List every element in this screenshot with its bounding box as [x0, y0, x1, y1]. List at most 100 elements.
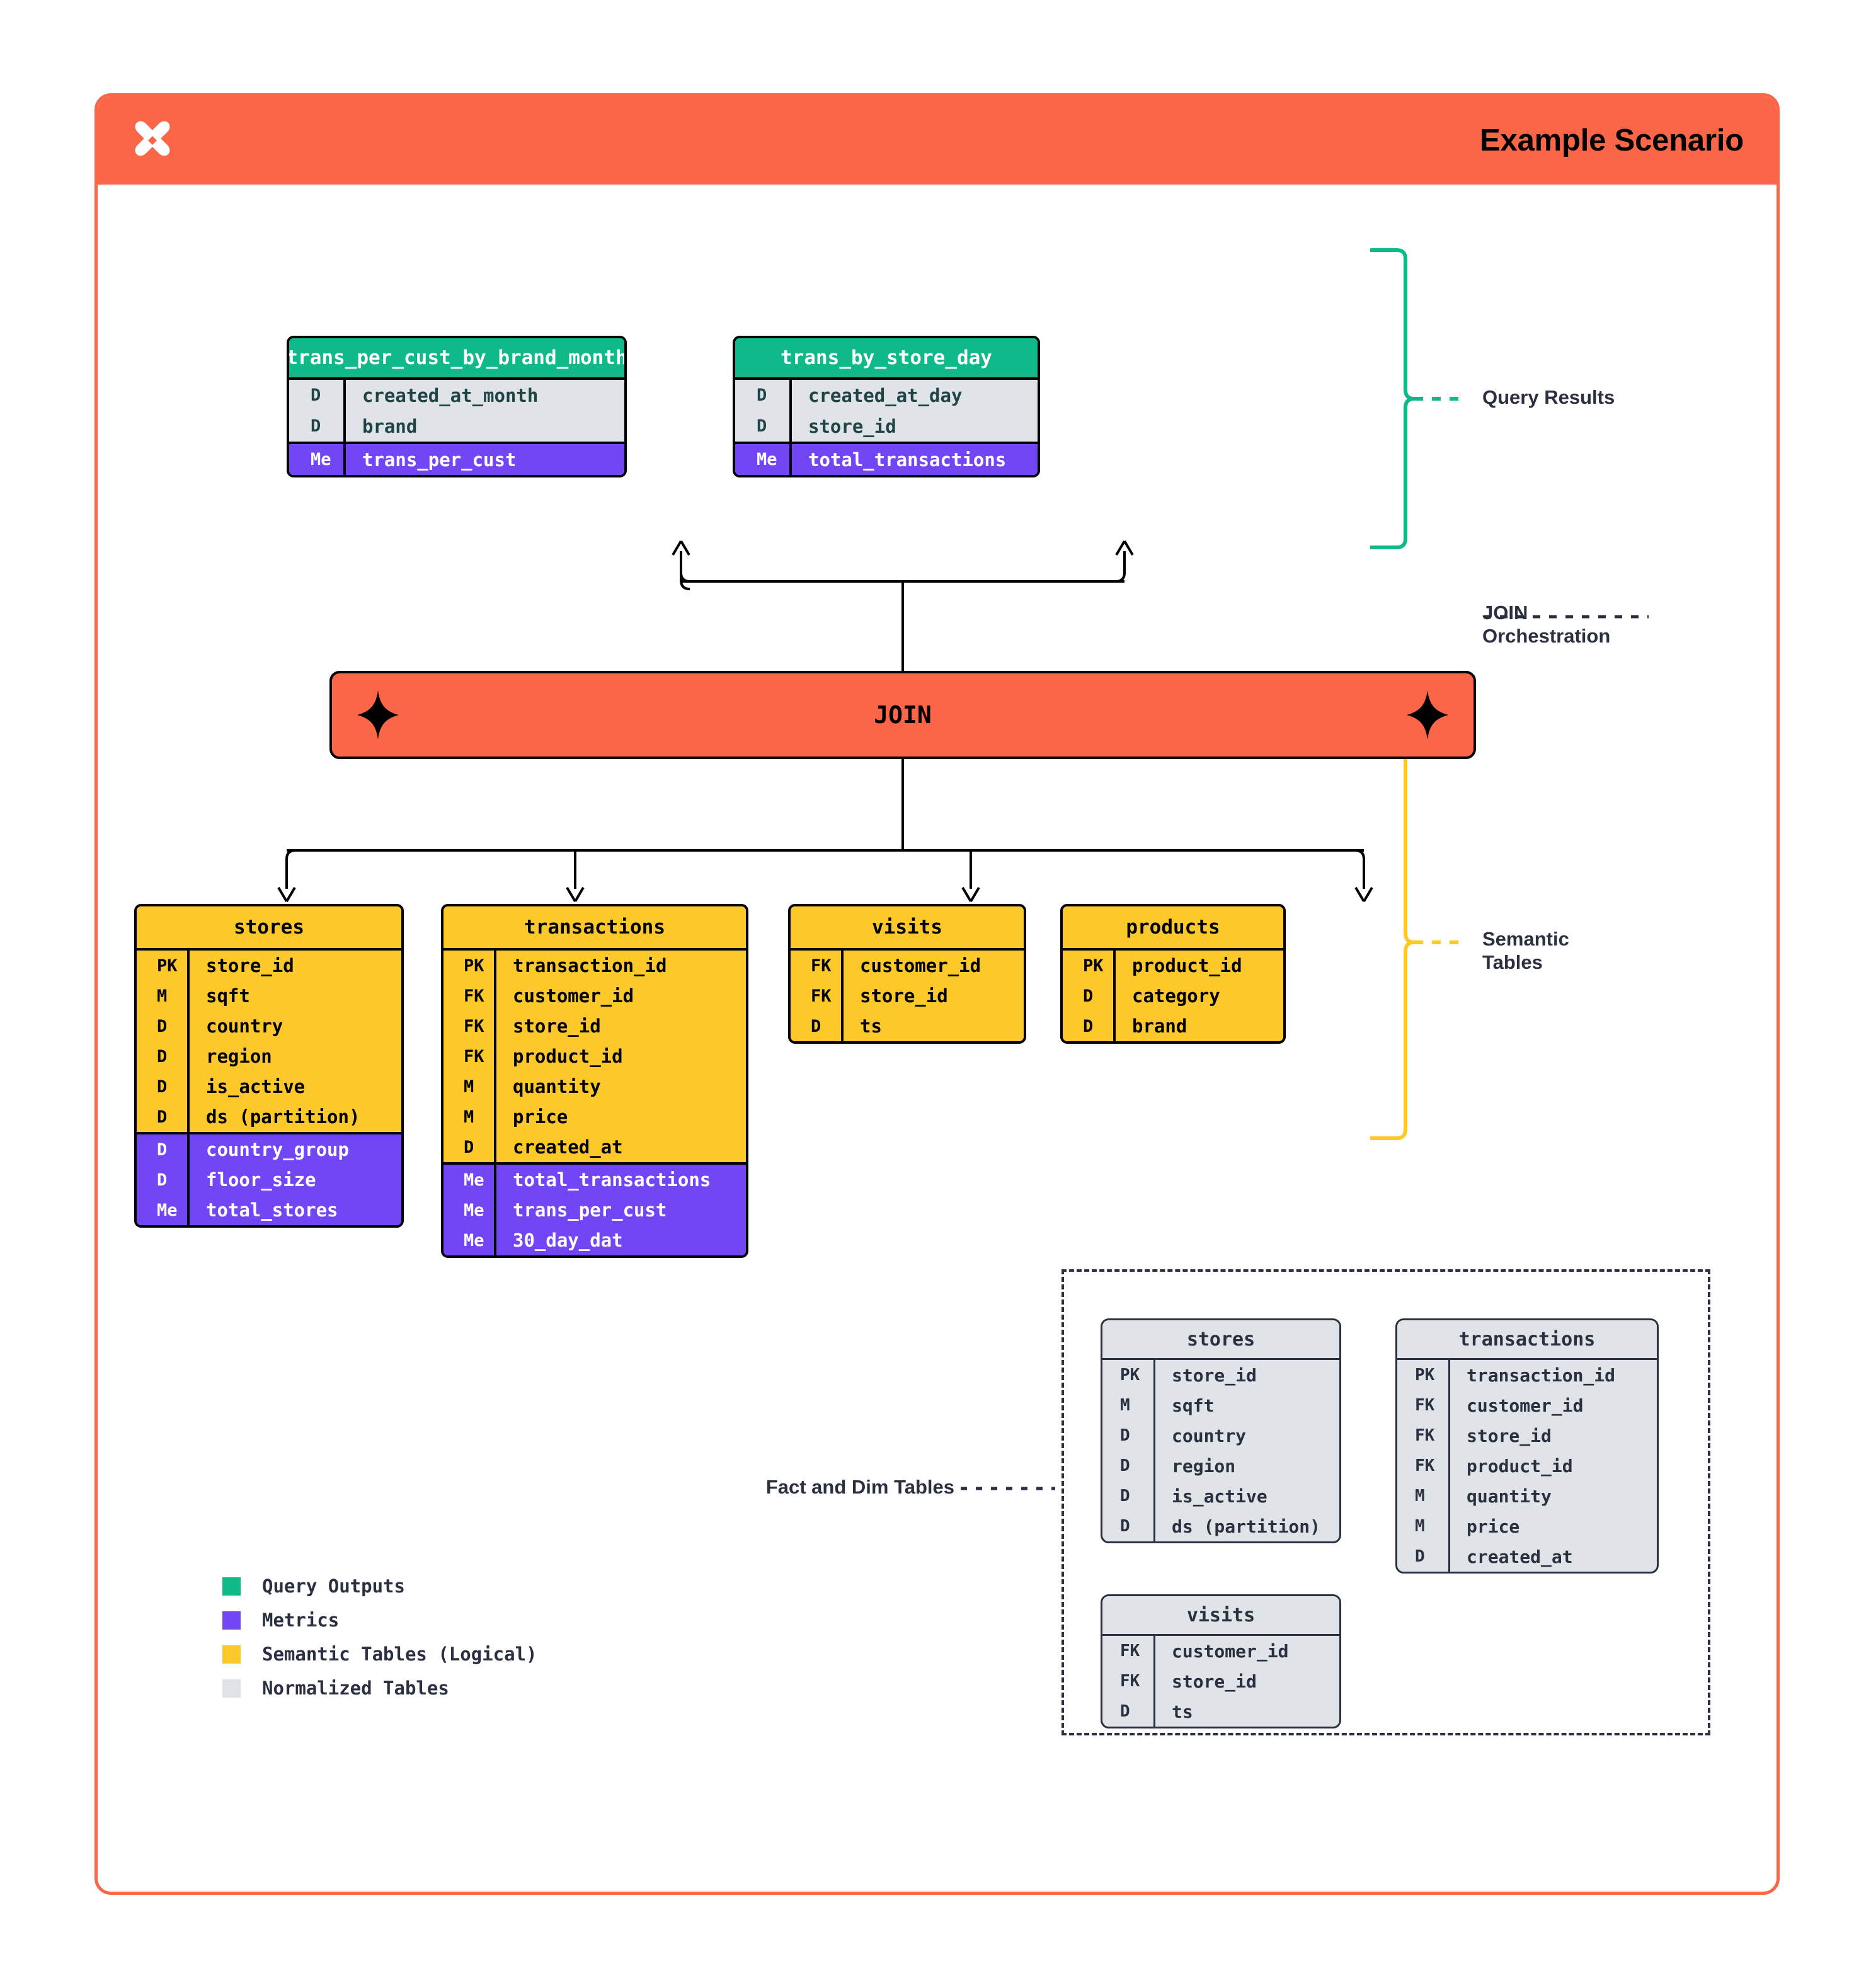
row-field: product_id	[1132, 955, 1242, 976]
table-row: D store_id	[735, 411, 1038, 442]
query-result-table-trans-by-store-day[interactable]: trans_by_store_day D created_at_day D st…	[733, 336, 1040, 477]
row-key: M	[1397, 1481, 1450, 1511]
row-field: region	[1172, 1455, 1236, 1477]
row-key: D	[137, 1011, 190, 1041]
row-field: sqft	[1172, 1395, 1215, 1416]
row-key: D	[137, 1165, 190, 1195]
semantic-table-transactions[interactable]: transactions PK transaction_id FK customer…	[441, 904, 748, 1258]
table-row: D brand	[289, 411, 624, 442]
row-key: FK	[443, 1041, 496, 1071]
four-point-star-icon	[1407, 690, 1448, 740]
row-key: D	[289, 411, 346, 442]
row-key: PK	[137, 951, 190, 981]
row-key: D	[1102, 1511, 1155, 1541]
row-field: store_id	[1467, 1425, 1552, 1446]
row-key: Me	[443, 1165, 496, 1195]
table-row-metric: Me total_transactions	[735, 442, 1038, 475]
legend-label: Normalized Tables	[262, 1677, 449, 1699]
row-field: country_group	[206, 1139, 349, 1160]
row-field: customer_id	[513, 985, 634, 1007]
table-row: FK customer_id	[443, 981, 746, 1011]
table-row: FK store_id	[1397, 1420, 1657, 1451]
query-result-table-trans-per-cust-by-brand-month[interactable]: trans_per_cust_by_brand_month D created_…	[287, 336, 627, 477]
row-key: Me	[289, 444, 346, 475]
legend-item-semantic-tables: Semantic Tables (Logical)	[222, 1637, 537, 1671]
example-scenario-card: Example Scenario	[94, 93, 1780, 1895]
legend-swatch-teal	[222, 1577, 241, 1596]
row-field: customer_id	[1172, 1640, 1289, 1662]
join-orchestration-bar[interactable]: JOIN	[329, 671, 1476, 759]
row-key: FK	[1102, 1636, 1155, 1666]
row-field: trans_per_cust	[513, 1199, 667, 1221]
row-field: brand	[1132, 1015, 1187, 1037]
legend-item-normalized-tables: Normalized Tables	[222, 1671, 537, 1705]
row-field: transaction_id	[513, 955, 667, 976]
row-key: FK	[1397, 1420, 1450, 1451]
row-field: country	[206, 1015, 283, 1037]
annotation-text-line2: Tables	[1482, 951, 1543, 973]
table-title: trans_by_store_day	[735, 338, 1038, 377]
table-row-metric: Me trans_per_cust	[289, 442, 624, 475]
row-key: D	[1102, 1696, 1155, 1727]
row-field: customer_id	[1467, 1395, 1584, 1416]
row-key: FK	[791, 981, 844, 1011]
row-field: price	[513, 1106, 568, 1128]
legend-item-query-outputs: Query Outputs	[222, 1569, 537, 1603]
row-field: created_at_day	[808, 384, 963, 406]
row-field: store_id	[808, 415, 896, 437]
row-field: ds (partition)	[206, 1106, 360, 1128]
row-key: Me	[137, 1195, 190, 1225]
row-field: store_id	[1172, 1671, 1257, 1692]
row-key: PK	[443, 951, 496, 981]
row-key: FK	[1397, 1390, 1450, 1420]
row-field: customer_id	[860, 955, 981, 976]
table-title: transactions	[443, 906, 746, 948]
legend-label: Metrics	[262, 1609, 340, 1631]
row-field: total_transactions	[808, 448, 1007, 471]
row-key: FK	[443, 981, 496, 1011]
row-key: Me	[443, 1225, 496, 1255]
row-key: D	[137, 1071, 190, 1102]
legend-swatch-gray	[222, 1679, 241, 1698]
row-field: product_id	[1467, 1455, 1573, 1477]
row-key: PK	[1102, 1360, 1155, 1390]
row-key: D	[1102, 1451, 1155, 1481]
row-key: D	[289, 380, 346, 411]
annotation-semantic-tables: Semantic Tables	[1482, 928, 1569, 974]
table-title: transactions	[1397, 1320, 1657, 1358]
